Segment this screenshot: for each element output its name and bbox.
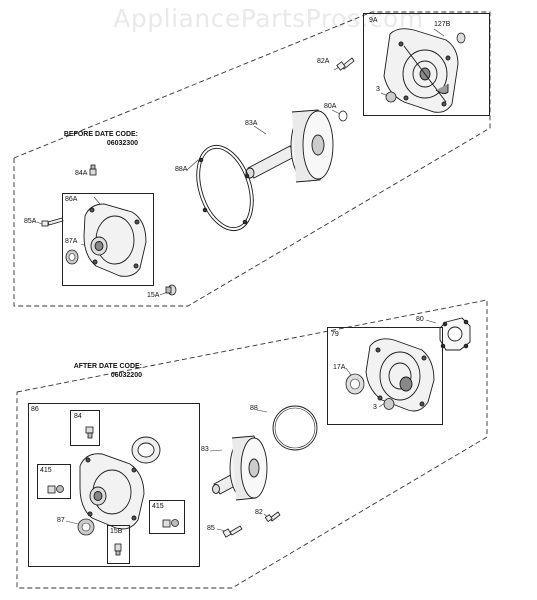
box-86a [62, 193, 154, 286]
shaft-83-drawing [212, 435, 268, 501]
gasket-80-drawing [439, 317, 471, 351]
part-label-80: 80 [416, 316, 424, 323]
part-label-85a: 85A [24, 218, 37, 225]
cover-86-drawing [79, 453, 145, 530]
box-15b [107, 525, 130, 564]
part-label-87a: 87A [65, 238, 78, 245]
screw-82a-drawing [336, 57, 355, 71]
part-label-86: 86 [31, 406, 39, 413]
part-label-87: 87 [57, 517, 65, 524]
box-84 [70, 410, 100, 446]
box-79 [327, 327, 443, 425]
gasket-88-drawing [272, 405, 318, 451]
fitting-415-right-drawing [162, 519, 179, 528]
shaft-83a-drawing [245, 109, 334, 183]
washer-80a-drawing [338, 110, 348, 122]
gasket-88a-drawing [196, 144, 254, 232]
part-label-127b: 127B [434, 21, 451, 28]
part-label-88a: 88A [175, 166, 188, 173]
part-label-88: 88 [250, 405, 258, 412]
plug-15b-drawing [114, 543, 122, 556]
part-label-17a: 17A [333, 364, 346, 371]
box-86 [28, 403, 200, 567]
housing-9a-drawing [383, 28, 459, 113]
before-date-code-value: 06032300 [106, 140, 138, 147]
part-label-80a: 80A [324, 103, 337, 110]
part-label-415-left: 415 [40, 467, 52, 474]
bearing-3-bottom-drawing [383, 398, 395, 410]
bearing-3-top-drawing [385, 91, 397, 103]
fitting-84-drawing [85, 426, 94, 439]
watermark: AppliancePartsPros.com [113, 4, 424, 33]
box-415-left [37, 464, 71, 499]
screw-82-drawing [264, 511, 281, 523]
part-label-3-bottom: 3 [373, 404, 377, 411]
before-section-outline [13, 11, 491, 307]
part-label-83: 83 [201, 446, 209, 453]
part-label-86a: 86A [65, 196, 78, 203]
after-section-outline [16, 299, 488, 589]
part-label-85: 85 [207, 525, 215, 532]
box-415-right [149, 500, 185, 534]
housing-79-drawing [365, 338, 435, 412]
part-label-15b: 15B [110, 528, 123, 535]
fitting-415-left-drawing [47, 485, 64, 494]
after-date-code-title: AFTER DATE CODE: [73, 363, 142, 370]
bearing-86-drawing [131, 436, 161, 464]
screw-85a-drawing [41, 217, 64, 227]
cover-86a-drawing [83, 203, 147, 277]
box-9a [363, 13, 490, 116]
screw-85-drawing [222, 525, 243, 538]
part-label-3-top: 3 [376, 86, 380, 93]
part-label-82a: 82A [317, 58, 330, 65]
plug-15a-drawing [165, 284, 177, 296]
part-label-79: 79 [331, 331, 339, 338]
seal-127b-drawing [456, 32, 466, 44]
part-label-84: 84 [74, 413, 82, 420]
fitting-84a-drawing [89, 164, 97, 176]
part-label-84a: 84A [75, 170, 88, 177]
part-label-9a: 9A [369, 17, 378, 24]
before-date-code-title: BEFORE DATE CODE: [63, 131, 138, 138]
part-label-83a: 83A [245, 120, 258, 127]
after-date-code-value: 06032200 [110, 372, 142, 379]
part-label-415-right: 415 [152, 503, 164, 510]
part-label-15a: 15A [147, 292, 160, 299]
part-label-82: 82 [255, 509, 263, 516]
